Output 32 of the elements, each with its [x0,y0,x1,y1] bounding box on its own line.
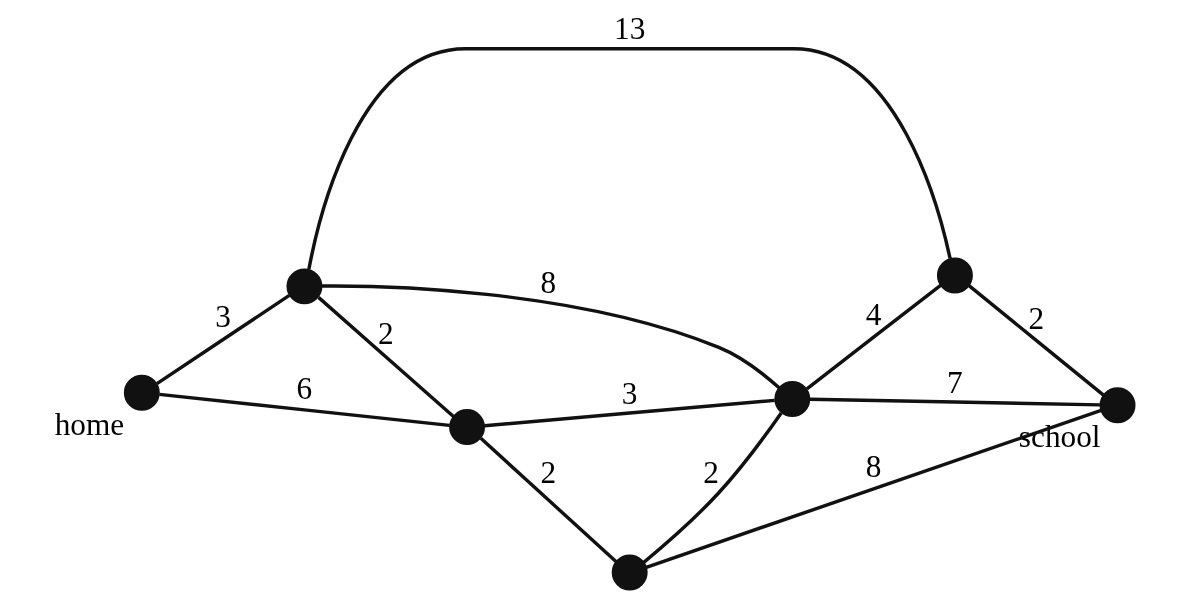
node-circle [448,409,485,446]
edge-label: 7 [946,364,963,400]
edge-label: 2 [377,316,394,352]
edge-label: 13 [613,11,645,47]
node-label: home [54,406,124,442]
edge-label: 8 [865,449,881,485]
node-circle [773,380,810,417]
connector [158,392,450,428]
edge-label: 2 [1027,300,1044,336]
node-circle [611,554,648,591]
connector [645,408,1102,569]
edge-label: 3 [621,375,637,411]
node-circle [936,257,973,294]
connector [316,296,455,418]
edge-label: 8 [540,264,556,300]
connector [805,283,942,391]
connector [306,46,952,270]
edge-label: 2 [540,455,556,491]
connector [809,397,1100,407]
connector [479,437,617,563]
connector [483,398,775,428]
edge-label: 3 [214,299,231,335]
node-circle [285,268,322,305]
edge-label: 2 [702,455,719,491]
connector [967,284,1105,397]
connector [321,284,780,390]
edge-label: 6 [296,370,312,406]
node-circle [123,374,160,411]
node-circle [1099,387,1136,424]
connector [155,293,290,386]
connector [642,411,783,564]
edge-label: 4 [865,297,881,333]
